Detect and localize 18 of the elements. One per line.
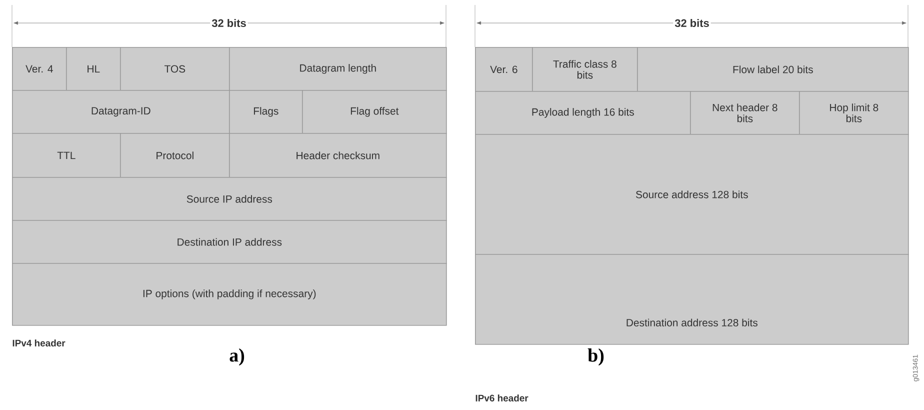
caption: IPv6 header (476, 394, 528, 402)
header-field: TTL (12, 133, 121, 178)
header-field: Traffic class 8 bits (532, 47, 638, 92)
header-field: IP options (with padding if necessary) (12, 263, 447, 326)
caption: IPv4 header (12, 340, 66, 346)
header-field: Flag offset (302, 90, 447, 134)
header-field: Ver. 4 (12, 47, 67, 91)
header-field: Flags (229, 90, 303, 134)
dimension-label: 32 bits (210, 17, 248, 29)
header-field: HL (66, 47, 121, 91)
header-field: Destination IP address (12, 220, 447, 264)
header-field: Hop limit 8 bits (799, 91, 909, 135)
header-field: Next header 8 bits (690, 91, 800, 135)
dimension-label: 32 bits (673, 17, 711, 29)
panel-label: a) (230, 348, 244, 366)
header-field: Ver. 6 (475, 47, 533, 92)
header-field: Destination address 128 bits (475, 254, 909, 345)
header-field: Protocol (120, 133, 230, 178)
